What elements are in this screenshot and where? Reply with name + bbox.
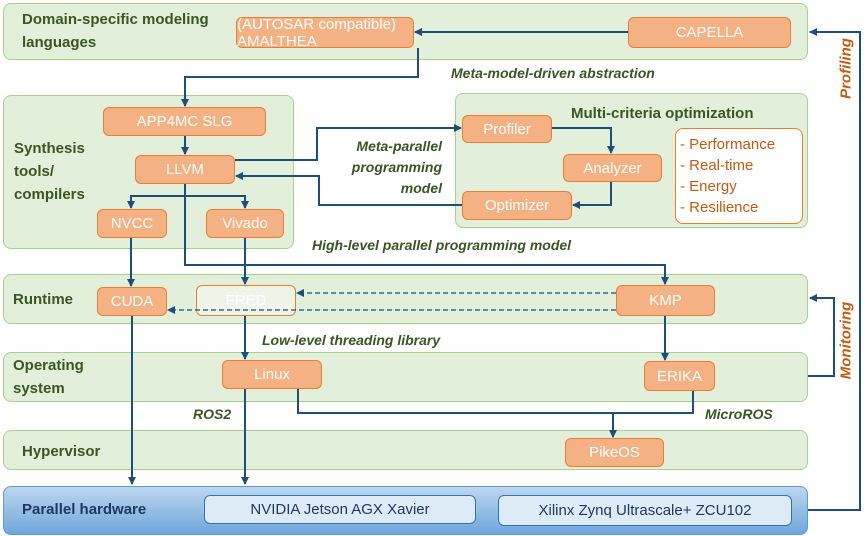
criterion-real-time: - Real-time — [680, 157, 754, 174]
arrow-optimizer-llvm — [235, 172, 462, 206]
box-app4mc[interactable]: APP4MC SLG — [103, 107, 266, 136]
layer-title-hypervisor: Hypervisor — [22, 443, 101, 460]
box-llvm[interactable]: LLVM — [135, 155, 235, 184]
box-erika[interactable]: ERIKA — [644, 361, 715, 391]
arrow-llvm-profiler — [235, 124, 462, 161]
note-low-level: Low-level threading library — [262, 332, 441, 348]
note-microros: MicroROS — [705, 406, 773, 422]
box-capella[interactable]: CAPELLA — [628, 17, 791, 48]
box-amalthea[interactable]: (AUTOSAR compatible) AMALTHEA — [236, 16, 414, 50]
arrow-llvm-kmp — [184, 184, 669, 285]
note-meta-parallel: Meta-parallel programming model — [330, 136, 442, 199]
arrow-llvm-nvcc — [127, 184, 186, 209]
layer-title-dsml: Domain-specific modeling languages — [22, 11, 209, 51]
layer-hypervisor — [3, 430, 808, 470]
note-line: model — [400, 180, 442, 196]
arrow-analyzer-optimizer — [572, 182, 612, 209]
note-ros2: ROS2 — [193, 406, 232, 422]
box-linux[interactable]: Linux — [222, 360, 322, 389]
layer-title-hardware: Parallel hardware — [22, 501, 147, 518]
arrow-llvm-vivado — [185, 195, 249, 209]
criterion-resilience: - Resilience — [680, 199, 759, 216]
box-xilinx-zynq[interactable]: Xilinx Zynq Ultrascale+ ZCU102 — [498, 495, 792, 526]
box-vivado[interactable]: Vivado — [206, 209, 284, 238]
box-nvcc[interactable]: NVCC — [97, 209, 167, 238]
note-line: programming — [351, 159, 442, 175]
layer-title-runtime: Runtime — [13, 291, 73, 308]
arrow-amalthea-app4mc — [181, 48, 419, 107]
layer-title-multi-criteria: Multi-criteria optimization — [571, 105, 754, 122]
arrow-monitoring — [808, 294, 835, 377]
note-meta-model: Meta-model-driven abstraction — [451, 65, 655, 81]
criterion-performance: - Performance — [680, 136, 776, 153]
layer-title-synthesis: Synthesis tools/ compilers — [14, 140, 85, 203]
criteria-list: - Performance - Real-time - Energy - Res… — [675, 128, 803, 224]
box-cuda[interactable]: CUDA — [97, 287, 167, 316]
box-analyzer[interactable]: Analyzer — [563, 154, 662, 182]
box-optimizer[interactable]: Optimizer — [462, 191, 572, 220]
box-profiler[interactable]: Profiler — [462, 115, 552, 143]
arrow-linux-pikeos — [297, 389, 694, 437]
arrow-profiling — [808, 28, 861, 511]
note-line: Meta-parallel — [356, 138, 442, 154]
box-kmp[interactable]: KMP — [616, 285, 715, 316]
criterion-energy: - Energy — [680, 178, 737, 195]
box-nvidia-jetson[interactable]: NVIDIA Jetson AGX Xavier — [204, 495, 476, 524]
note-high-level: High-level parallel programming model — [312, 237, 572, 253]
box-fred[interactable]: FRED — [196, 285, 296, 316]
arrow-profiler-analyzer — [552, 127, 615, 154]
layer-title-os: Operating system — [13, 357, 84, 397]
